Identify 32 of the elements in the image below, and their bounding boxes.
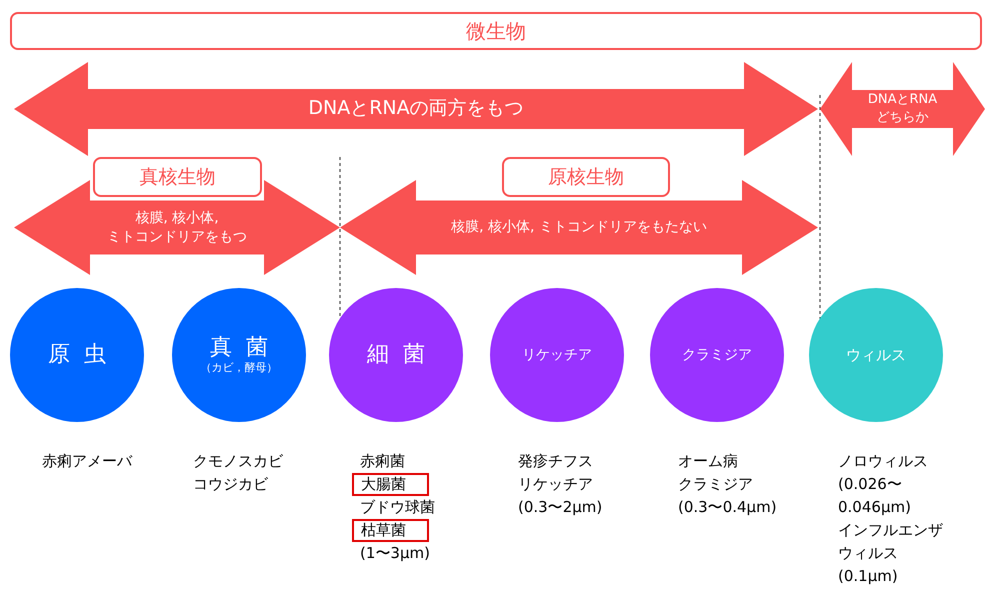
arrow-label: DNAとRNAの両方をもつ [308,96,524,122]
example-text: インフルエンザウィルス [838,520,944,564]
circle-label: クラミジア [682,346,752,364]
example-text: クモノスカビ [193,451,284,472]
example-text: 発疹チフス [518,451,594,472]
highlight-box: 枯草菌 [352,519,429,542]
circle-label: ウィルス [846,346,906,364]
example-text: コウジカビ [193,474,269,495]
example-text: (0.3〜2μm) [518,497,604,518]
example-text: (0.026〜0.046μm) [838,474,912,518]
circle-sublabel: （カビ，酵母） [200,361,278,376]
example-text: オーム病 [678,451,739,472]
heading-box: 微生物 [10,12,982,50]
circle-label: リケッチア [522,346,592,364]
circle-label: 原虫 [48,342,120,368]
heading-box: 原核生物 [502,157,670,197]
example-text: ノロウィルス [838,451,929,472]
example-text: 赤痢アメーバ [42,451,134,472]
arrow-label: 核膜, 核小体, ミトコンドリアをもたない [451,218,707,237]
circle-label: 真菌 [210,334,282,362]
arrow-label: DNAとRNAどちらか [866,91,938,127]
example-text: (1〜3μm) [360,543,430,564]
example-text: クラミジア [678,474,754,495]
example-text: 赤痢菌 [360,451,405,472]
heading-box: 真核生物 [93,157,262,197]
example-text: リケッチア [518,474,594,495]
arrow-label: 核膜, 核小体, ミトコンドリアをもつ [106,208,248,246]
example-text: (0.3〜0.4μm) [678,497,778,518]
example-text: (0.1μm) [838,566,899,587]
circle-label: 細菌 [367,342,439,368]
highlight-box: 大腸菌 [352,473,429,496]
example-text: ブドウ球菌 [360,497,435,518]
